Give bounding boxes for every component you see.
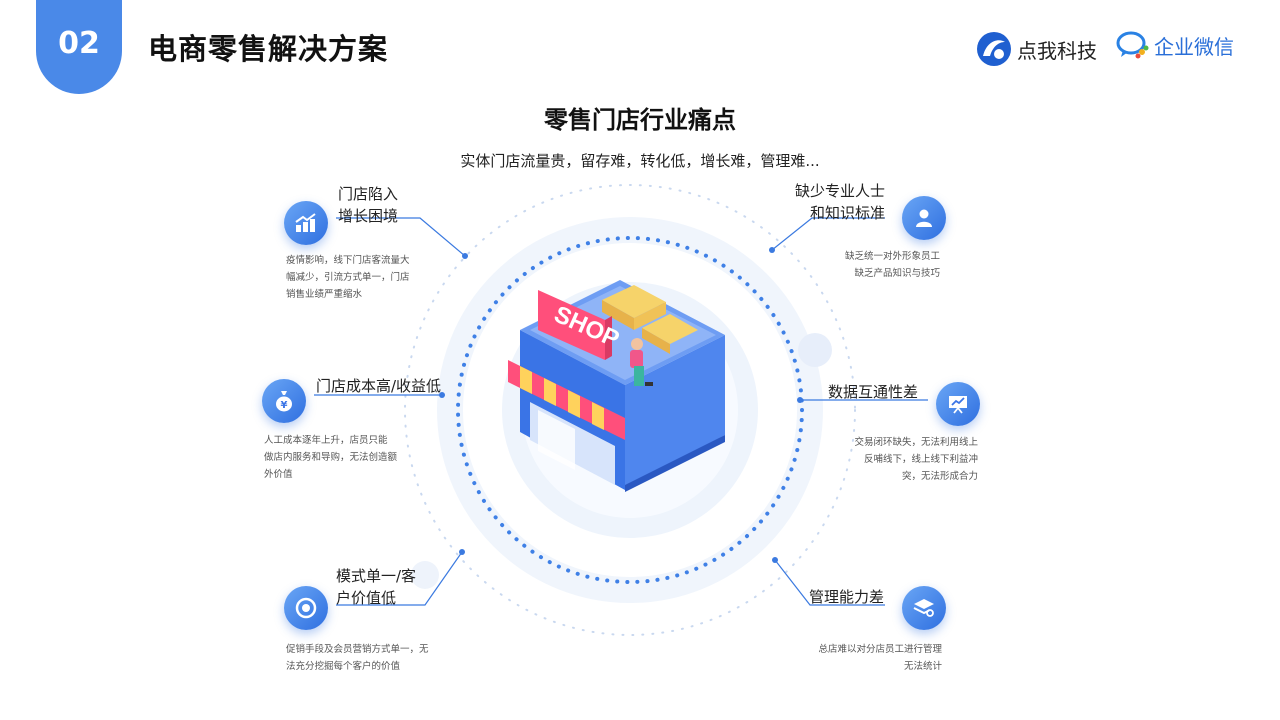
wework-logo-icon (1116, 31, 1149, 59)
dianwo-logo-icon (977, 32, 1011, 66)
chart-up-icon (295, 213, 316, 232)
brand2-name: 企业微信 (1154, 34, 1234, 59)
manage-icon-badge (902, 586, 946, 630)
manage-title: 管理能力差 (808, 588, 884, 606)
presentation-icon (949, 396, 967, 414)
section-subtitle: 实体门店流量贵，留存难，转化低，增长难，管理难... (460, 152, 820, 170)
data-desc: 交易闭环缺失，无法利用线上 反哺线下，线上线下利益冲 突，无法形成合力 (854, 437, 978, 482)
expert-desc: 缺乏统一对外形象员工 缺乏产品知识与技巧 (844, 251, 940, 279)
section-number: 02 (58, 26, 100, 61)
manage-desc: 总店难以对分店员工进行管理 无法统计 (818, 644, 942, 672)
cost-title: 门店成本高/收益低 (316, 377, 442, 395)
cost-icon-badge: ¥ (262, 379, 306, 423)
section-title: 零售门店行业痛点 (544, 106, 736, 134)
expert-icon-badge (902, 196, 946, 240)
model-desc: 促销手段及会员营销方式单一，无 法充分挖掘每个客户的价值 (286, 644, 429, 672)
money-bag-icon: ¥ (276, 391, 292, 412)
growth-icon-badge (284, 201, 328, 245)
data-title: 数据互通性差 (827, 383, 918, 401)
shop-illustration: SHOP (404, 184, 856, 636)
brand-wework: 企业微信 (1116, 30, 1234, 60)
data-icon-badge (936, 382, 980, 426)
manage-icon (913, 599, 934, 617)
target-icon (295, 597, 317, 619)
brand1-name: 点我科技 (1017, 38, 1097, 63)
user-icon (916, 209, 932, 227)
section-number-tab: 02 (36, 0, 122, 94)
model-icon-badge (284, 586, 328, 630)
growth-desc: 疫情影响，线下门店客流量大 幅减少，引流方式单一，门店 销售业绩严重缩水 (286, 255, 410, 300)
growth-title: 门店陷入 增长困境 (338, 185, 399, 225)
svg-text:¥: ¥ (281, 400, 288, 411)
model-title: 模式单一/客 户价值低 (336, 567, 417, 607)
cost-desc: 人工成本逐年上升，店员只能 做店内服务和导购，无法创造额 外价值 (264, 435, 398, 480)
expert-title: 缺少专业人士 和知识标准 (794, 182, 885, 222)
brand-dianwo: 点我科技 (975, 30, 1097, 68)
page-title: 电商零售解决方案 (148, 32, 389, 66)
